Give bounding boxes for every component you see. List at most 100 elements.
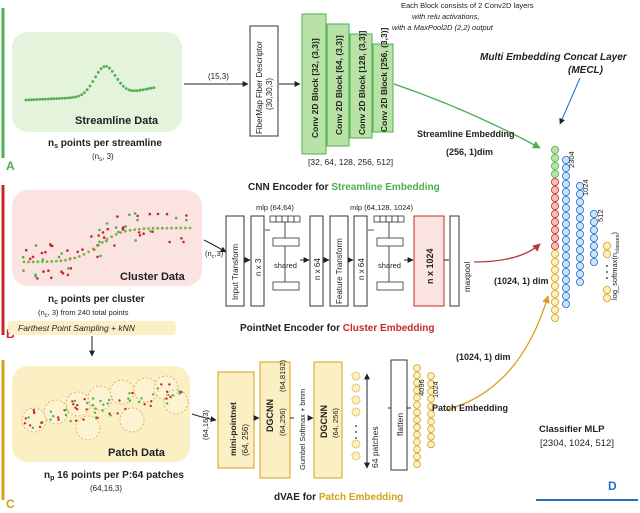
streamline-dot — [60, 96, 64, 100]
cluster-centerline-dot — [68, 257, 72, 261]
mlp1-cells — [269, 215, 301, 223]
cluster-dot — [105, 222, 109, 225]
section-d-letter: D — [608, 479, 617, 493]
cluster-centerline-dot — [179, 226, 183, 230]
fc1024-neuron — [427, 410, 435, 418]
dgcnn2-dim: (64, 256) — [331, 407, 340, 438]
cluster-dot — [133, 212, 137, 215]
cluster-centerline-dot — [91, 247, 95, 251]
mecl-neuron-cluster — [551, 233, 560, 242]
mlp2304-neuron — [562, 299, 571, 308]
streamline-dot — [105, 65, 109, 68]
streamline-embedding-dim: (256, 1)dim — [446, 147, 493, 157]
cluster-panel-title: Cluster Data — [120, 271, 186, 283]
cluster-centerline-dot — [160, 226, 164, 230]
streamline-dot — [130, 89, 134, 92]
mlp2304-neuron — [562, 179, 571, 188]
mecl-neuron-patch — [551, 257, 560, 266]
cluster-dot — [49, 243, 52, 246]
mecl-neuron-cluster — [551, 217, 560, 226]
patch-token — [351, 371, 361, 381]
cluster-dot — [128, 213, 131, 217]
fc4096-neuron — [413, 378, 421, 387]
streamline-dot — [108, 66, 111, 70]
mecl-neuron-patch — [551, 297, 560, 306]
mecl-pointer-arrow — [559, 77, 581, 125]
streamline-embedding-label: Streamline Embedding — [417, 129, 515, 139]
streamline-dot — [94, 75, 97, 79]
fc4096-neuron — [413, 371, 421, 380]
streamline-dot — [24, 98, 28, 102]
streamline-dot — [127, 88, 131, 92]
mlp1024-neuron — [576, 277, 585, 286]
cluster-dot — [156, 212, 160, 216]
patch-dot — [131, 391, 134, 395]
streamline-dot — [44, 97, 47, 101]
conv-block-3-label: Conv 2D Block [128, (3,3)] — [357, 30, 367, 135]
cluster-input-shape: (nc,3) — [205, 249, 224, 260]
mlp2304-neuron — [562, 243, 571, 252]
mlp1024-neuron — [576, 245, 585, 254]
cluster-dot — [106, 227, 110, 231]
cluster-centerline-dot — [156, 226, 160, 230]
patch-dot — [23, 422, 27, 425]
fiber-note-line2: with relu activations, — [412, 12, 480, 21]
mlp-dim2304-label: 2304 — [567, 151, 576, 168]
mecl-neuron-patch — [551, 265, 560, 274]
streamline-input-shape: (15,3) — [208, 72, 229, 81]
nx64a-box — [309, 215, 324, 307]
patch-dot — [99, 399, 102, 403]
mecl-neuron-streamline — [551, 145, 560, 154]
patch-dot — [118, 399, 121, 402]
patch-dot — [73, 399, 77, 403]
streamline-dot — [133, 89, 136, 93]
dvae-caption: dVAE for Patch Embedding — [274, 492, 403, 503]
cluster-dot — [69, 267, 73, 270]
streamline-dot — [88, 84, 92, 88]
softmax-label: log_softmax(nclasses) — [610, 232, 621, 300]
nx3-box — [250, 215, 265, 307]
cluster-dot — [121, 228, 125, 231]
patch-circle — [65, 391, 91, 417]
cluster-centerline-dot — [174, 226, 178, 230]
streamline-curve — [24, 65, 156, 102]
patch-dot — [31, 426, 34, 430]
softmax-neuron — [603, 241, 612, 250]
streamline-dot — [63, 96, 67, 100]
streamline-dot — [41, 97, 45, 101]
cluster-dot — [97, 234, 100, 237]
cluster-dot — [149, 230, 152, 233]
streamline-dot — [66, 96, 70, 100]
cnn-encoder-caption: CNN Encoder for Streamline Embedding — [248, 182, 440, 193]
cluster-dot — [81, 248, 84, 251]
fc4096-neuron — [413, 393, 421, 402]
cluster-centerline-dot — [105, 237, 109, 241]
cluster-centerline-dot — [82, 253, 86, 256]
patch-dot — [94, 407, 97, 410]
conv-block-sizes: [32, 64, 128, 256, 512] — [308, 157, 393, 167]
cluster-centerline-dot — [73, 256, 77, 260]
patch-panel — [12, 366, 190, 462]
cluster-centerline-dot — [124, 229, 127, 233]
mecl-neuron-cluster — [551, 193, 560, 202]
patch-dot — [57, 416, 60, 419]
flatten-box — [390, 359, 408, 471]
mlp1-label: mlp (64,64) — [256, 203, 294, 212]
cluster-centerline-dot — [137, 227, 141, 231]
fc4096-neuron — [413, 445, 421, 454]
mecl-neuron-cluster — [551, 177, 560, 186]
patch-dot — [102, 403, 105, 406]
fc1024-neuron — [427, 440, 435, 449]
streamline-dot — [71, 96, 75, 99]
mlp2304-neuron — [562, 267, 571, 276]
patch-dot — [116, 412, 119, 415]
patch-dot — [82, 418, 85, 421]
cluster-input-arrow — [203, 239, 227, 253]
cluster-dot — [137, 231, 141, 234]
mlp512-neuron — [590, 225, 599, 234]
patch-dot — [57, 418, 60, 421]
mlp2304-neuron — [562, 211, 571, 220]
streamline-dot — [85, 88, 89, 92]
patch-embedding-label: Patch Embedding — [432, 403, 508, 413]
mlp1024-neuron — [576, 269, 585, 278]
